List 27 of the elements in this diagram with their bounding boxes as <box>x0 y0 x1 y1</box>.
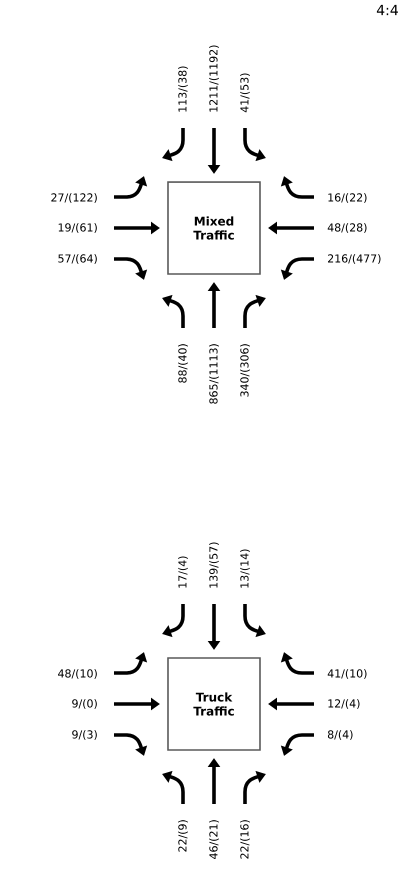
volume-label: 16/(22) <box>328 193 367 203</box>
volume-label: 41/(10) <box>328 669 367 679</box>
traffic-box: Mixed Traffic <box>167 181 261 275</box>
volume-label: 17/(4) <box>178 556 188 588</box>
volume-label: 88/(40) <box>178 344 188 383</box>
volume-label: 48/(28) <box>328 223 367 233</box>
volume-label: 48/(10) <box>58 669 97 679</box>
volume-label: 46/(21) <box>209 820 219 859</box>
volume-label: 27/(122) <box>51 193 97 203</box>
volume-label: 865/(1113) <box>209 344 219 404</box>
volume-label: 340/(306) <box>240 344 250 397</box>
volume-label: 139/(57) <box>209 542 219 588</box>
traffic-box: Truck Traffic <box>167 657 261 751</box>
volume-label: 22/(16) <box>240 820 250 859</box>
volume-label: 9/(3) <box>72 730 97 740</box>
volume-label: 1211/(1192) <box>209 46 219 112</box>
volume-label: 216/(477) <box>328 254 380 264</box>
volume-label: 113/(38) <box>178 66 188 112</box>
volume-label: 8/(4) <box>328 730 353 740</box>
volume-label: 41/(53) <box>240 74 250 112</box>
time-label: 4:4 <box>376 4 398 16</box>
volume-label: 22/(9) <box>178 820 188 852</box>
volume-label: 12/(4) <box>328 699 360 709</box>
volume-label: 13/(14) <box>240 549 250 588</box>
volume-label: 9/(0) <box>72 699 97 709</box>
volume-label: 57/(64) <box>58 254 97 264</box>
volume-label: 19/(61) <box>58 223 97 233</box>
